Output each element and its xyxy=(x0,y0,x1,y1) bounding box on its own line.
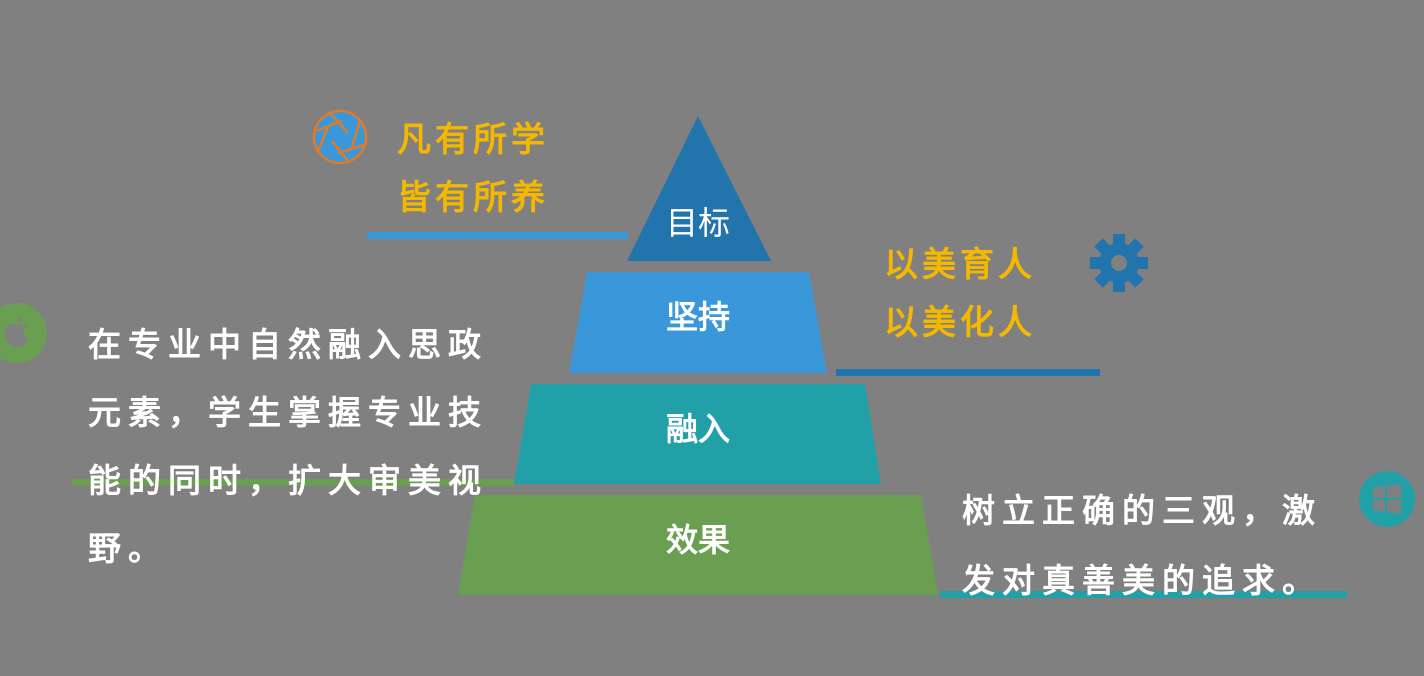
callout-top-left: 凡有所学 皆有所养 xyxy=(397,111,549,227)
divider-line xyxy=(367,232,628,239)
pyramid-tier-goal xyxy=(627,116,771,261)
tier-label-effect: 效果 xyxy=(665,521,730,559)
callout-line: 能的同时，扩大审美视 xyxy=(88,461,488,500)
aperture-icon xyxy=(312,109,368,165)
callout-line: 野。 xyxy=(88,529,168,568)
callout-line: 元素，学生掌握专业技 xyxy=(88,393,488,432)
callout-line: 在专业中自然融入思政 xyxy=(88,325,488,364)
callout-line: 发对真善美的追求。 xyxy=(962,561,1322,600)
pyramid-tier-integrate xyxy=(514,384,881,484)
callout-line: 皆有所养 xyxy=(397,178,549,218)
tier-label-persist: 坚持 xyxy=(665,298,730,336)
divider-line xyxy=(836,369,1100,376)
callout-line: 以美育人 xyxy=(884,245,1036,285)
pyramid-tier-effect xyxy=(458,495,938,595)
callout-line: 凡有所学 xyxy=(397,120,549,160)
divider-line xyxy=(940,591,1347,598)
pyramid-tier-persist xyxy=(569,272,827,373)
callout-top-right: 以美育人 以美化人 xyxy=(884,236,1036,352)
callout-left: 在专业中自然融入思政 元素，学生掌握专业技 能的同时，扩大审美视 野。 xyxy=(88,311,488,583)
gear-icon xyxy=(1090,234,1148,292)
tier-label-goal: 目标 xyxy=(665,204,730,242)
apple-icon xyxy=(0,303,47,363)
divider-line xyxy=(72,479,514,486)
callout-line: 以美化人 xyxy=(884,303,1036,343)
tier-label-integrate: 融入 xyxy=(665,410,730,448)
callout-right: 树立正确的三观，激 发对真善美的追求。 xyxy=(962,476,1322,616)
callout-line: 树立正确的三观，激 xyxy=(962,491,1322,530)
windows-icon xyxy=(1359,471,1415,527)
